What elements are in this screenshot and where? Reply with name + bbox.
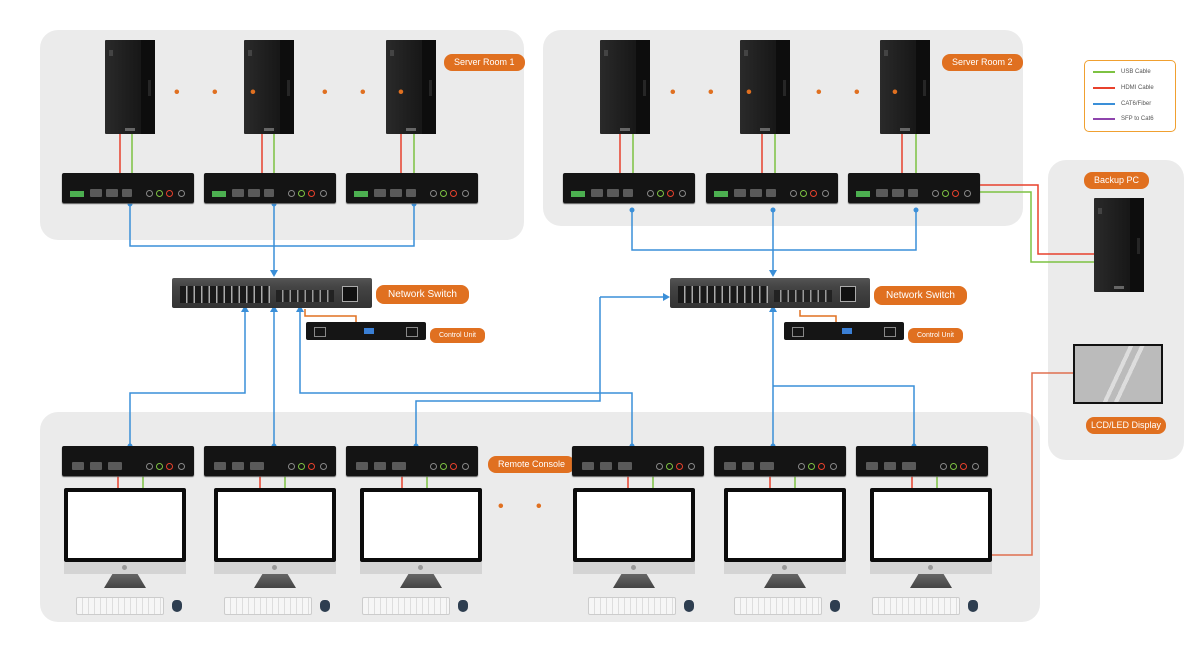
keyboard (76, 597, 164, 615)
label-control-unit-1: Control Unit (430, 328, 485, 343)
label-lcd-led-display: LCD/LED Display (1086, 417, 1167, 434)
console-monitor (573, 488, 695, 588)
network-cable (129, 204, 415, 274)
label-network-switch-1: Network Switch (376, 285, 469, 304)
control-unit (784, 322, 904, 340)
sfp-line-icon (1093, 118, 1115, 120)
kvm-transmitter (346, 173, 478, 203)
usb-cable (980, 191, 1096, 263)
zone-label-server-room-1: Server Room 1 (444, 54, 525, 71)
hdmi-cable (980, 184, 1096, 255)
mouse (172, 600, 182, 612)
backup-pc (1094, 198, 1144, 292)
console-monitor (64, 488, 186, 588)
kvm-transmitter (563, 173, 695, 203)
keyboard (362, 597, 450, 615)
hdmi-cable (992, 372, 1074, 556)
kvm-receiver (62, 446, 194, 476)
console-monitor (214, 488, 336, 588)
kvm-receiver (572, 446, 704, 476)
mouse (320, 600, 330, 612)
cat6-line-icon (1093, 103, 1115, 105)
legend-item-cat6: CAT6/Fiber (1093, 101, 1151, 107)
network-cable (415, 296, 668, 446)
lcd-led-display (1073, 344, 1163, 404)
legend-label: HDMI Cable (1121, 85, 1154, 91)
server-pc (880, 40, 930, 134)
legend-item-sfp: SFP to Cat6 (1093, 116, 1154, 122)
console-monitor (870, 488, 992, 588)
zone-label-backup-pc: Backup PC (1084, 172, 1150, 189)
mouse (458, 600, 468, 612)
more-devices-ellipsis: • • • (174, 84, 270, 101)
usb-line-icon (1093, 71, 1115, 73)
keyboard (224, 597, 312, 615)
keyboard (734, 597, 822, 615)
server-pc (105, 40, 155, 134)
mouse (830, 600, 840, 612)
legend-label: USB Cable (1121, 69, 1151, 75)
zone-label-remote-console: Remote Console (488, 456, 576, 473)
kvm-receiver (346, 446, 478, 476)
kvm-transmitter (62, 173, 194, 203)
network-cable (631, 210, 917, 274)
network-switch (670, 278, 870, 308)
kvm-transmitter (204, 173, 336, 203)
zone-label-server-room-2: Server Room 2 (942, 54, 1023, 71)
label-control-unit-2: Control Unit (908, 328, 963, 343)
server-pc (244, 40, 294, 134)
usb-cable (142, 475, 938, 488)
server-pc (386, 40, 436, 134)
hdmi-line-icon (1093, 87, 1115, 89)
kvm-transmitter (848, 173, 980, 203)
network-switch (172, 278, 372, 308)
console-monitor (360, 488, 482, 588)
network-cable (299, 312, 633, 446)
control-unit (306, 322, 426, 340)
network-cable (129, 312, 275, 446)
kvm-receiver (714, 446, 846, 476)
more-devices-ellipsis: • • • (322, 84, 418, 101)
mouse (968, 600, 978, 612)
keyboard (872, 597, 960, 615)
hdmi-cable (117, 475, 913, 488)
keyboard (588, 597, 676, 615)
legend-item-usb: USB Cable (1093, 69, 1151, 75)
server-pc (600, 40, 650, 134)
control-link (799, 310, 837, 322)
console-monitor (724, 488, 846, 588)
more-devices-ellipsis: • • • (670, 84, 766, 101)
server-pc (740, 40, 790, 134)
legend-label: CAT6/Fiber (1121, 101, 1152, 107)
mouse (684, 600, 694, 612)
network-cable (772, 310, 915, 446)
label-network-switch-2: Network Switch (874, 286, 967, 305)
kvm-receiver (204, 446, 336, 476)
legend-label: SFP to Cat6 (1121, 116, 1154, 122)
more-devices-ellipsis: • • • (816, 84, 912, 101)
kvm-transmitter (706, 173, 838, 203)
cable-legend: USB Cable HDMI Cable CAT6/Fiber SFP to C… (1084, 60, 1176, 132)
control-link (304, 309, 357, 322)
more-consoles-ellipsis: • • • (498, 498, 594, 515)
legend-item-hdmi: HDMI Cable (1093, 85, 1154, 91)
kvm-receiver (856, 446, 988, 476)
